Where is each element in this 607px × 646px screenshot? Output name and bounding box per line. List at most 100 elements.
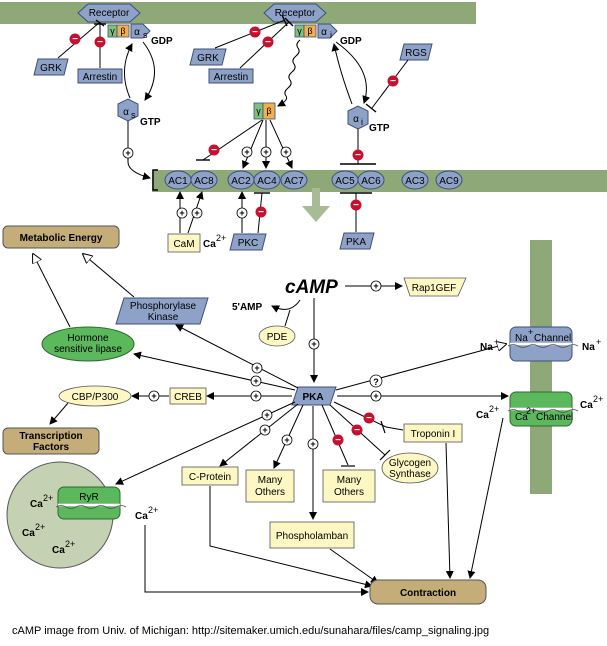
- receptor-right: Receptor: [263, 3, 327, 23]
- ca-left-channel: Ca: [476, 410, 489, 421]
- ac7: AC7: [280, 170, 308, 190]
- ca-ryr: Ca: [135, 511, 148, 522]
- ac4: AC4: [253, 170, 281, 190]
- svg-text:Factors: Factors: [33, 442, 70, 453]
- svg-text:Hormone: Hormone: [67, 333, 109, 344]
- metabolic-energy-box: [2, 225, 120, 249]
- svg-text:Na: Na: [515, 333, 528, 344]
- inhibit-rgs: [387, 75, 399, 87]
- svg-text:2+: 2+: [148, 505, 158, 515]
- svg-text:CREB: CREB: [174, 392, 202, 403]
- rgs: RGS: [399, 43, 433, 61]
- svg-text:+: +: [253, 376, 258, 386]
- inhibit-arrestin-left: [94, 36, 106, 48]
- cascade-arrow: [302, 188, 330, 222]
- arrestin-right: [208, 68, 254, 84]
- troponin-i: [403, 423, 463, 443]
- alpha-s-top-sub: s: [143, 30, 148, 40]
- svg-text:+: +: [179, 208, 184, 218]
- svg-text:RyR: RyR: [79, 492, 98, 503]
- five-amp: 5'AMP: [232, 302, 262, 313]
- question-mark: ?: [373, 377, 379, 387]
- top-membrane: [0, 2, 476, 24]
- svg-text:PDE: PDE: [267, 332, 288, 343]
- inhibit-troponin: [363, 412, 375, 424]
- svg-text:PKA: PKA: [346, 237, 366, 248]
- svg-text:AC1: AC1: [168, 176, 188, 187]
- cbp-p300: [58, 385, 132, 407]
- svg-text:CaM: CaM: [173, 239, 194, 250]
- svg-text:Troponin I: Troponin I: [411, 429, 456, 440]
- svg-text:Others: Others: [334, 487, 364, 498]
- svg-text:sensitive lipase: sensitive lipase: [54, 344, 122, 355]
- svg-text:2+: 2+: [35, 522, 45, 532]
- svg-text:+: +: [528, 327, 533, 337]
- receptor-left-label: Receptor: [89, 8, 130, 19]
- inhibit-grk-left: [69, 33, 81, 45]
- svg-text:+: +: [194, 208, 199, 218]
- glycogen-synthase: [381, 452, 439, 484]
- svg-text:α: α: [353, 114, 359, 125]
- svg-text:C-Protein: C-Protein: [189, 472, 231, 483]
- svg-text:−: −: [354, 425, 360, 436]
- svg-text:2+: 2+: [526, 406, 536, 416]
- svg-text:−: −: [72, 34, 78, 45]
- receptor-right-label: Receptor: [275, 8, 316, 19]
- svg-text:i: i: [361, 117, 363, 127]
- alpha-s-top: α: [134, 27, 140, 38]
- svg-text:+: +: [254, 363, 259, 373]
- ca-sr-1: Ca: [30, 499, 43, 510]
- inhibit-glycogen: [351, 424, 363, 436]
- svg-text:+: +: [311, 339, 316, 349]
- svg-text:+: +: [494, 337, 499, 347]
- svg-text:−: −: [335, 435, 341, 446]
- g-protein-left: γ β α s: [107, 23, 151, 40]
- svg-text:−: −: [390, 76, 396, 87]
- svg-text:α: α: [123, 107, 129, 118]
- gamma-left: γ: [110, 26, 115, 36]
- ca-right-channel: Ca: [580, 400, 593, 411]
- svg-text:AC5: AC5: [335, 176, 355, 187]
- svg-text:Arrestin: Arrestin: [214, 72, 248, 83]
- svg-text:+: +: [151, 391, 156, 401]
- svg-text:Channel: Channel: [536, 412, 573, 423]
- svg-text:+: +: [262, 425, 267, 435]
- creb: [169, 387, 207, 405]
- svg-text:GRK: GRK: [40, 63, 62, 74]
- svg-text:Arrestin: Arrestin: [83, 72, 117, 83]
- svg-text:Many: Many: [258, 475, 282, 486]
- ryr: [57, 486, 121, 520]
- svg-text:+: +: [373, 391, 378, 401]
- svg-text:−: −: [252, 27, 258, 38]
- svg-text:Phospholamban: Phospholamban: [276, 531, 348, 542]
- inhibit-ac5-pka: [350, 199, 362, 211]
- svg-text:Phosphorylase: Phosphorylase: [130, 301, 197, 312]
- svg-text:−: −: [211, 145, 217, 156]
- alpha-i-gtp: α i: [347, 105, 369, 130]
- svg-text:+: +: [263, 147, 268, 157]
- alpha-s-gtp: α s: [117, 98, 139, 122]
- beta-left: β: [120, 26, 125, 36]
- na-right: Na: [582, 342, 595, 353]
- svg-text:AC6: AC6: [361, 176, 381, 187]
- svg-text:GRK: GRK: [197, 53, 219, 64]
- svg-text:AC3: AC3: [405, 176, 425, 187]
- many-others-left: [245, 469, 295, 503]
- inhibit-ac1-bg: [208, 144, 220, 156]
- contraction-box: [369, 579, 487, 605]
- svg-text:2+: 2+: [43, 493, 53, 503]
- ac1: AC1: [164, 170, 192, 190]
- ac6: AC6: [357, 170, 385, 190]
- pka-top: PKA: [339, 232, 375, 250]
- ac5: AC5: [331, 170, 359, 190]
- ca-sr-3: Ca: [52, 545, 65, 556]
- svg-text:AC8: AC8: [194, 176, 214, 187]
- svg-text:+: +: [284, 435, 289, 445]
- svg-text:−: −: [258, 207, 264, 218]
- svg-text:+: +: [264, 410, 269, 420]
- svg-text:β: β: [266, 106, 271, 116]
- transcription-factors-box: [2, 427, 100, 455]
- svg-text:AC9: AC9: [439, 176, 459, 187]
- svg-text:γ: γ: [297, 26, 302, 36]
